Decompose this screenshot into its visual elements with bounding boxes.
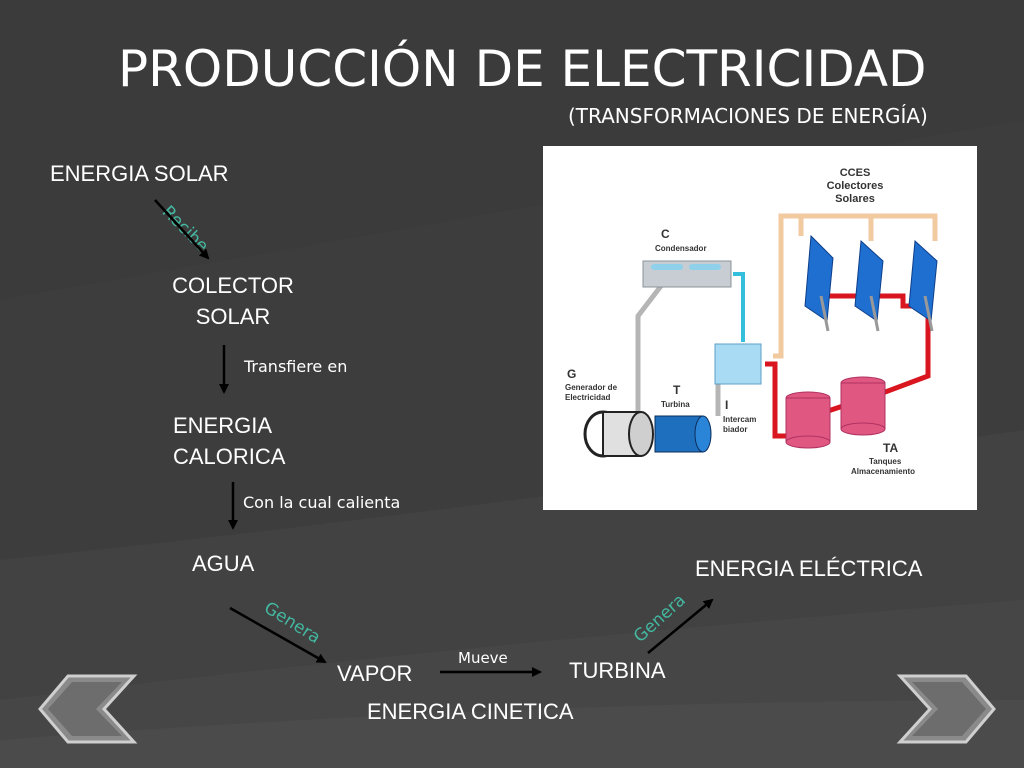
chevron-left-icon: [38, 674, 138, 744]
calorica-line-2: CALORICA: [173, 444, 286, 469]
chevron-right-icon: [896, 674, 996, 744]
node-turbina: TURBINA: [569, 658, 666, 683]
node-colector-solar: COLECTOR SOLAR: [163, 270, 303, 332]
colector-line-2: SOLAR: [195, 304, 271, 329]
plant-label-turbina: Turbina: [661, 400, 690, 409]
arrow-turbina-to-electrica: [647, 598, 714, 654]
calorica-line-1: ENERGIA: [173, 413, 273, 438]
node-energia-cinetica: ENERGIA CINETICA: [367, 699, 574, 724]
plant-label-i: I: [725, 398, 728, 412]
node-energia-electrica: ENERGIA ELÉCTRICA: [695, 556, 923, 581]
heat-exchanger: [714, 343, 762, 385]
prev-slide-button[interactable]: [38, 672, 138, 746]
label-calienta: Con la cual calienta: [243, 493, 401, 512]
solar-plant-image: CCES Colectores Solares C Condensador G …: [543, 146, 977, 510]
plant-label-c: C: [661, 227, 670, 241]
storage-tanks: [785, 376, 886, 449]
node-energia-solar: ENERGIA SOLAR: [50, 161, 229, 186]
slide-subtitle: (TRANSFORMACIONES DE ENERGÍA): [568, 104, 928, 128]
node-energia-calorica: ENERGIA CALORICA: [173, 410, 285, 472]
slide-title: PRODUCCIÓN DE ELECTRICIDAD: [118, 40, 927, 98]
plant-label-t: T: [673, 383, 681, 397]
generator-turbine: [583, 410, 712, 458]
arrow-agua-to-vapor: [229, 606, 327, 664]
label-mueve: Mueve: [458, 649, 508, 667]
cyan-pipe: [733, 272, 745, 342]
next-slide-button[interactable]: [896, 672, 996, 746]
plant-label-generador-2: Electricidad: [565, 393, 610, 402]
plant-label-condensador: Condensador: [655, 244, 707, 253]
plant-label-ta: TA: [883, 441, 898, 455]
arrow-solar-to-colector: [154, 199, 210, 260]
plant-label-almacenamiento: Almacenamiento: [851, 467, 915, 476]
plant-label-generador-1: Generador de: [565, 383, 618, 392]
plant-label-solares: Solares: [835, 193, 875, 205]
plant-label-colectores: Colectores: [827, 180, 884, 192]
plant-label-intercam-2: biador: [723, 425, 747, 434]
plant-label-intercam-1: Intercam: [723, 415, 756, 424]
node-agua: AGUA: [192, 551, 255, 576]
beige-pipe: [773, 213, 938, 359]
colector-line-1: COLECTOR: [172, 273, 294, 298]
node-vapor: VAPOR: [337, 661, 413, 686]
plant-label-g: G: [567, 367, 576, 381]
plant-label-cces: CCES: [840, 167, 871, 179]
label-transfiere: Transfiere en: [244, 357, 348, 376]
plant-label-tanques: Tanques: [869, 457, 902, 466]
